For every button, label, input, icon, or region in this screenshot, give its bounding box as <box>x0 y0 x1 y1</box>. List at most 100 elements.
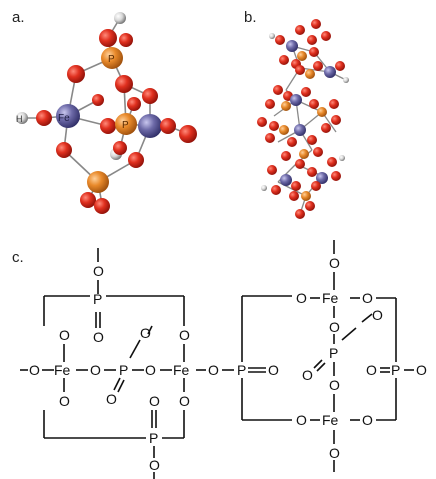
oxygen-label: O <box>90 362 101 378</box>
phosphorus-label: P <box>237 362 246 378</box>
oxygen-atom <box>257 117 267 127</box>
oxygen-atom <box>313 61 323 71</box>
phosphorus-label: P <box>93 291 102 307</box>
iron-atom <box>294 124 306 136</box>
oxygen-atom <box>265 133 275 143</box>
hydrogen-atom <box>269 33 275 39</box>
iron-label: Fe <box>322 412 339 428</box>
oxygen-atom <box>321 31 331 41</box>
iron-atom <box>138 114 162 138</box>
oxygen-atom <box>295 209 305 219</box>
hydrogen-atom <box>343 77 349 83</box>
panel-label-a: a. <box>12 9 25 26</box>
model-a-atoms <box>16 12 197 214</box>
oxygen-label: O <box>329 319 340 335</box>
oxygen-atom <box>275 35 285 45</box>
oxygen-label: O <box>106 391 117 407</box>
oxygen-atom <box>94 198 110 214</box>
phosphorus-label: P <box>119 362 128 378</box>
oxygen-atom <box>291 181 301 191</box>
oxygen-label: O <box>329 377 340 393</box>
oxygen-atom <box>287 137 297 147</box>
oxygen-label: O <box>179 327 190 343</box>
hydrogen-atom <box>261 185 267 191</box>
phosphorus-label: P <box>391 362 400 378</box>
phosphorus-atom <box>115 113 137 135</box>
oxygen-label: O <box>329 255 340 271</box>
hydrogen-atom <box>339 155 345 161</box>
iron-atom <box>286 40 298 52</box>
oxygen-label: O <box>145 362 156 378</box>
oxygen-atom <box>269 121 279 131</box>
oxygen-atom <box>281 151 291 161</box>
oxygen-label: O <box>93 329 104 345</box>
oxygen-atom <box>309 99 319 109</box>
panel-label-b: b. <box>244 9 257 26</box>
oxygen-atom <box>295 65 305 75</box>
oxygen-atom <box>331 171 341 181</box>
oxygen-label: O <box>296 412 307 428</box>
phosphorus-atom <box>301 191 311 201</box>
oxygen-atom <box>56 142 72 158</box>
oxygen-atom <box>179 125 197 143</box>
oxygen-atom <box>331 115 341 125</box>
oxygen-atom <box>271 185 281 195</box>
panel-label-c: c. <box>12 249 24 266</box>
oxygen-atom <box>119 33 133 47</box>
iron-atom <box>324 66 336 78</box>
oxygen-label: O <box>362 290 373 306</box>
phosphorus-atom <box>297 51 307 61</box>
oxygen-atom <box>113 141 127 155</box>
oxygen-label: O <box>362 412 373 428</box>
model-a-label-h: H <box>16 114 23 124</box>
phosphorus-atom <box>305 69 315 79</box>
oxygen-atom <box>301 87 311 97</box>
oxygen-atom <box>295 159 305 169</box>
oxygen-label: O <box>149 393 160 409</box>
schematic-bonds <box>20 240 414 479</box>
oxygen-atom <box>142 88 158 104</box>
model-b-atoms <box>257 19 349 219</box>
oxygen-atom <box>265 99 275 109</box>
oxygen-atom <box>92 94 104 106</box>
oxygen-atom <box>313 147 323 157</box>
hydrogen-atom <box>16 112 28 124</box>
oxygen-atom <box>99 29 117 47</box>
oxygen-atom <box>279 55 289 65</box>
oxygen-atom <box>267 165 277 175</box>
model-a-label-fe: Fe <box>58 113 70 124</box>
oxygen-atom <box>307 167 317 177</box>
hydrogen-atom <box>114 12 126 24</box>
oxygen-atom <box>36 110 52 126</box>
oxygen-label: O <box>179 393 190 409</box>
phosphorus-atom <box>317 107 327 117</box>
oxygen-label: O <box>268 362 279 378</box>
oxygen-atom <box>307 35 317 45</box>
oxygen-label: O <box>372 307 383 323</box>
oxygen-label: O <box>416 362 427 378</box>
model-a-label-p-center: P <box>122 120 129 131</box>
oxygen-atom <box>309 47 319 57</box>
oxygen-atom <box>80 192 96 208</box>
oxygen-atom <box>127 97 141 111</box>
oxygen-atom <box>307 135 317 145</box>
oxygen-label: O <box>296 290 307 306</box>
oxygen-label: O <box>302 367 313 383</box>
iron-atom <box>280 174 292 186</box>
oxygen-label: O <box>59 327 70 343</box>
oxygen-label: O <box>93 263 104 279</box>
oxygen-label: O <box>29 362 40 378</box>
molecule-model-b <box>257 19 349 219</box>
iron-label: Fe <box>173 362 190 378</box>
model-a-label-p-top: P <box>108 54 115 65</box>
oxygen-atom <box>115 75 133 93</box>
oxygen-label: O <box>149 457 160 473</box>
iron-atom <box>290 94 302 106</box>
iron-atom <box>56 104 80 128</box>
oxygen-label: O <box>140 325 151 341</box>
oxygen-label: O <box>366 362 377 378</box>
oxygen-atom <box>67 65 85 83</box>
oxygen-atom <box>311 19 321 29</box>
oxygen-atom <box>329 99 339 109</box>
